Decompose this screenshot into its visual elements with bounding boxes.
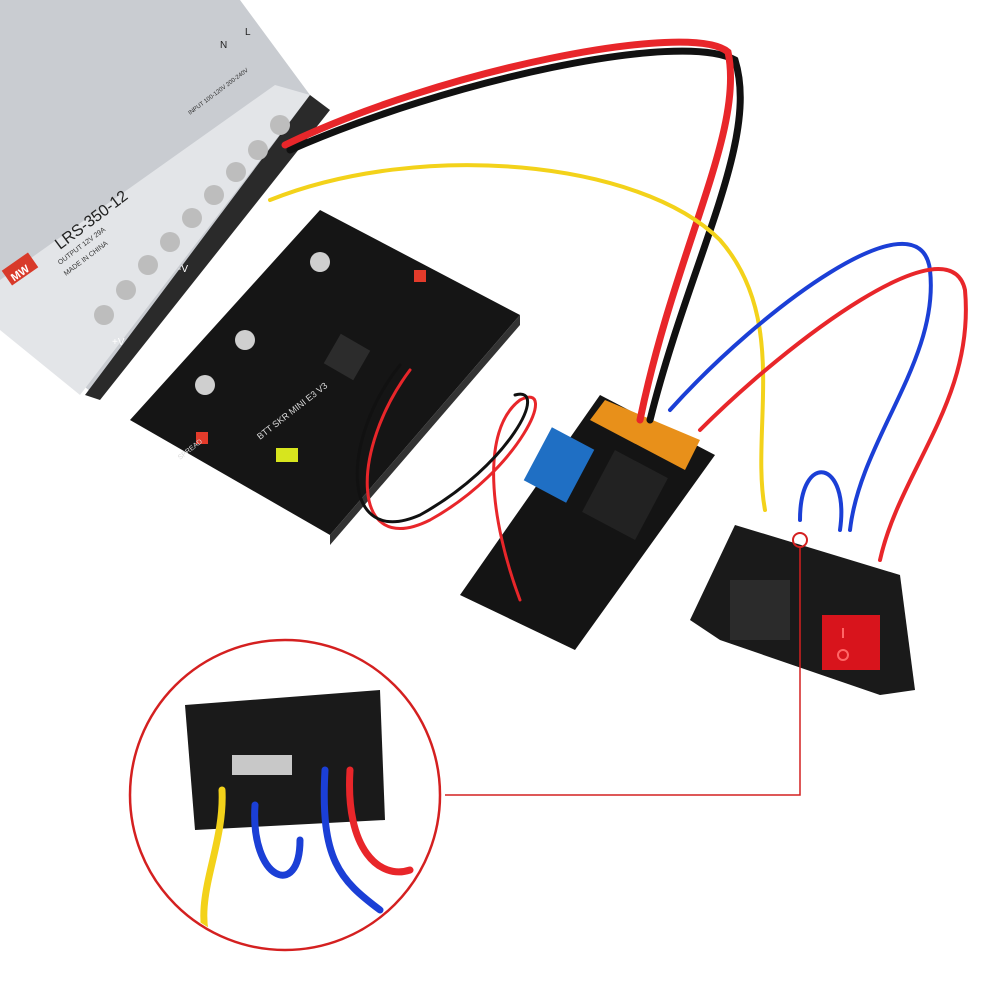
shape bbox=[414, 270, 426, 282]
shape bbox=[270, 115, 290, 135]
shape bbox=[195, 375, 215, 395]
shape bbox=[460, 395, 715, 650]
shape bbox=[286, 47, 744, 424]
terminal-neg: -V bbox=[178, 264, 188, 275]
shape bbox=[200, 766, 414, 948]
rocker-on-mark bbox=[842, 628, 844, 638]
shape bbox=[160, 232, 180, 252]
shape bbox=[248, 140, 268, 160]
terminal-pos: +V bbox=[112, 337, 125, 348]
rocker-switch bbox=[822, 615, 880, 670]
terminal-l: L bbox=[245, 27, 251, 38]
shape bbox=[268, 163, 767, 512]
shape bbox=[323, 333, 371, 381]
shape bbox=[330, 315, 520, 545]
shape bbox=[204, 185, 224, 205]
shape bbox=[445, 547, 801, 796]
shape bbox=[355, 363, 530, 524]
shape bbox=[116, 280, 136, 300]
shape bbox=[320, 766, 384, 914]
iec-switch-socket bbox=[690, 525, 915, 695]
mainboard: BTT SKR MINI E3 V3 SPREAD bbox=[130, 210, 520, 545]
shape bbox=[94, 305, 114, 325]
shape bbox=[0, 85, 310, 395]
shape bbox=[668, 241, 933, 532]
shape bbox=[582, 450, 668, 540]
rocker-off-mark bbox=[837, 649, 849, 661]
shape bbox=[235, 330, 255, 350]
shape bbox=[94, 115, 290, 325]
relay-module bbox=[460, 395, 715, 650]
shape bbox=[798, 470, 844, 532]
terminal-n: N bbox=[220, 40, 227, 51]
shape bbox=[130, 210, 520, 535]
shape bbox=[698, 267, 968, 562]
shape bbox=[284, 684, 296, 696]
shape bbox=[182, 208, 202, 228]
shape bbox=[346, 766, 414, 876]
callout bbox=[128, 547, 801, 952]
wires bbox=[268, 38, 968, 602]
shape bbox=[310, 252, 330, 272]
shape bbox=[523, 427, 595, 503]
shape bbox=[590, 400, 700, 470]
shape bbox=[730, 580, 790, 640]
power-supply: MW LRS-350-12 OUTPUT 12V 29A MADE IN CHI… bbox=[0, 0, 330, 400]
shape bbox=[281, 38, 735, 424]
shape bbox=[226, 162, 246, 182]
shape bbox=[1, 252, 39, 286]
shape bbox=[185, 684, 414, 948]
shape bbox=[232, 755, 292, 775]
shape bbox=[196, 432, 208, 444]
shape bbox=[85, 95, 330, 400]
shape bbox=[365, 368, 537, 602]
shape bbox=[138, 255, 158, 275]
shape bbox=[251, 801, 304, 879]
shape bbox=[276, 448, 298, 462]
